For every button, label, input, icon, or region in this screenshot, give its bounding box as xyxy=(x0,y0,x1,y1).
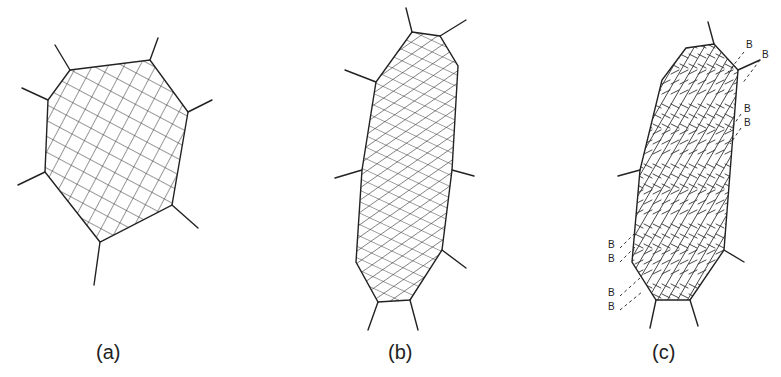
figure-label: (a) xyxy=(96,342,120,362)
slip-band-label: B xyxy=(744,118,751,128)
slip-band-label: B xyxy=(608,288,615,298)
slip-band-label: B xyxy=(744,104,751,114)
figure-label: (b) xyxy=(388,342,412,362)
slip-band-label: B xyxy=(608,302,615,312)
slip-band-leader xyxy=(620,52,760,310)
grain-a xyxy=(18,38,212,285)
figure-label: (c) xyxy=(652,342,675,362)
slip-band-label: B xyxy=(762,50,769,60)
grain-b xyxy=(335,8,474,330)
grain-c xyxy=(420,20,781,330)
slip-band-label: B xyxy=(746,40,753,50)
slip-band-label: B xyxy=(608,240,615,250)
slip-band-label: B xyxy=(608,254,615,264)
